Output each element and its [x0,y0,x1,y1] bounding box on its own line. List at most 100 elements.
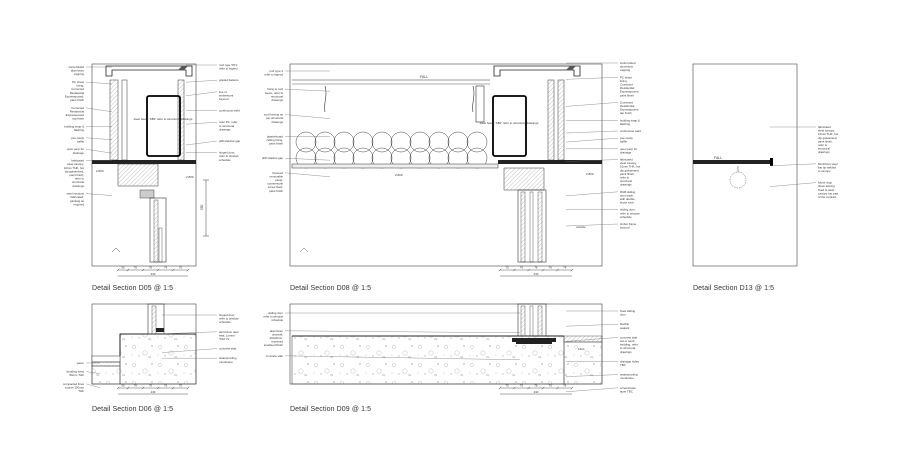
dimension-label: 76 [164,384,168,388]
dimension-total: 230 [534,272,539,276]
leader-line [161,331,218,334]
title-d09: Detail Section D09 @ 1:5 [290,406,372,413]
dimension-label: 76 [549,384,553,388]
dimension-label: 76 [563,266,567,270]
dimension-total: 230 [151,272,156,276]
dimension-label: 75 [506,266,510,270]
dimension-label: 75 [179,266,183,270]
svg-text:2.800: 2.800 [96,169,104,173]
leader-line [565,77,619,80]
d05-frame [91,63,197,267]
leader-line [565,374,619,377]
leader-line [565,223,619,227]
dimension-label: 76 [520,266,524,270]
dimension-label: 75 [179,384,183,388]
annotation-label: concrete slab [266,354,284,358]
dimension-label: 76 [563,384,567,388]
dimension-label: 50 [121,266,125,270]
d08-frame [289,63,603,267]
leader-line [284,89,331,92]
dimension-label: 75 [506,384,510,388]
leader-line [565,191,619,196]
leader-line [85,81,113,85]
leader-line [161,348,218,353]
annotation-label: paver [77,361,84,365]
leader-line [85,137,113,140]
annotation-label: plt8 shadow gap [262,156,283,160]
annotation-label: building wrap &flashing [64,124,84,132]
leader-line [769,163,817,166]
dimension-label: 76 [149,384,153,388]
leader-line [565,324,619,327]
d05-canopy [92,160,196,164]
dimension-label: 76 [134,266,138,270]
title-d08: Detail Section D08 @ 1:5 [290,285,372,292]
d13-canopy [693,160,773,164]
detail-d13: FALL [692,63,817,267]
dimension-label: 76 [520,384,524,388]
detail-d08: FALL 2.800 steel beam 'SB1' refer to str… [284,62,619,277]
leader-line [284,114,331,119]
d08-steel-beam [492,95,527,157]
annotation-label: continuous weld [620,129,641,133]
leader-line [565,337,619,342]
annotation-label: graded battens [219,78,239,82]
dimension-label: 76 [134,384,138,388]
leader-line [565,130,619,134]
d13-frame [692,63,798,267]
leader-line [185,80,218,83]
d06-paver [91,355,121,363]
leader-line [85,193,113,196]
d05-wall-hatch [109,79,119,161]
leader-line [284,355,521,360]
leader-line [185,140,218,146]
svg-text:FALL: FALL [714,156,722,160]
d05-steel-beam [146,95,181,157]
d08-canopy [498,160,602,164]
leader-line [284,158,331,161]
svg-text:steel beam 'SB1' refer to stru: steel beam 'SB1' refer to structural dra… [134,117,193,121]
annotation-label: plt8 shadow gap [219,139,240,143]
dimension-label: 76 [149,266,153,270]
svg-text:FALL: FALL [578,347,585,351]
annotation-label: building wrap &flashing [620,118,640,126]
leader-line [85,149,113,154]
